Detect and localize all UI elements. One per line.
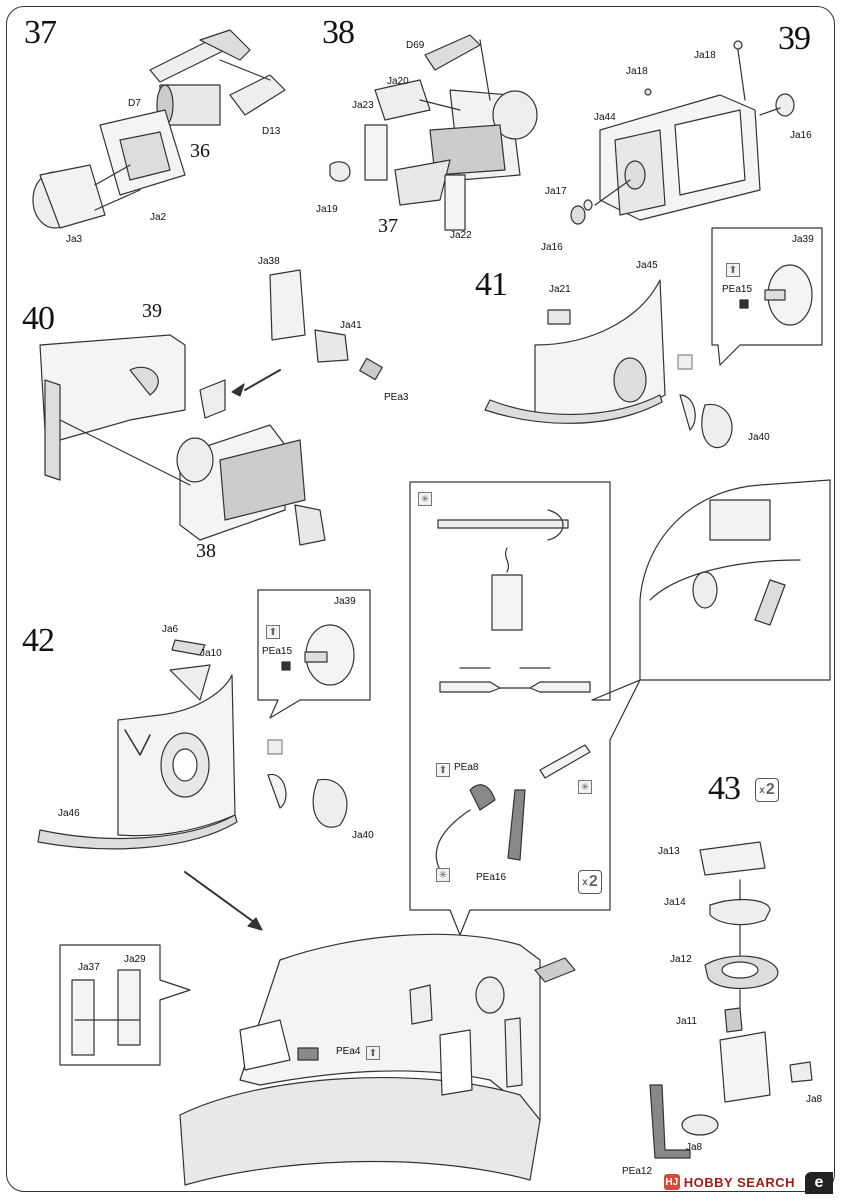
page-tab: e <box>805 1172 833 1194</box>
part-label: 36 <box>190 140 210 162</box>
part-label: D69 <box>406 40 425 51</box>
part-label: D13 <box>262 126 281 137</box>
step37-drawing <box>32 29 286 229</box>
photo-etch-icon: ⬆ <box>266 625 280 639</box>
part-label: Ja23 <box>352 100 374 111</box>
part-label: Ja2 <box>150 212 167 223</box>
part-label: Ja22 <box>450 230 472 241</box>
part-label: Ja11 <box>676 1016 697 1027</box>
step42-drawing <box>37 589 371 931</box>
step38-drawing <box>329 34 538 231</box>
part-label: 39 <box>142 300 162 322</box>
part-label: Ja8 <box>806 1094 823 1105</box>
part-label: Ja10 <box>200 648 222 659</box>
part-label: Ja38 <box>258 256 280 267</box>
part-label: Ja37 <box>78 962 100 973</box>
step40-drawing <box>39 269 383 546</box>
part-label: 37 <box>378 215 398 237</box>
watermark-text: HOBBY SEARCH <box>683 1174 795 1190</box>
part-label: Ja19 <box>316 204 338 215</box>
step39-drawing <box>570 40 795 225</box>
part-label: PEa15 <box>262 646 293 657</box>
part-label: PEa3 <box>384 392 409 403</box>
step-37-number: 37 <box>24 14 57 51</box>
photo-etch-icon: ⬆ <box>366 1046 380 1060</box>
part-label: Ja40 <box>352 830 374 841</box>
part-label: Ja13 <box>658 846 680 857</box>
part-label: PEa15 <box>722 284 753 295</box>
part-label: PEa8 <box>454 762 479 773</box>
part-label: Ja18 <box>694 50 716 61</box>
bottom-assembly-drawing <box>59 933 576 1186</box>
bend-icon: ✳ <box>436 868 450 882</box>
part-label: Ja39 <box>792 234 814 245</box>
part-label: Ja12 <box>670 954 692 965</box>
step-43-number: 43 <box>708 770 741 807</box>
part-label: PEa4 <box>336 1046 361 1057</box>
part-label: Ja41 <box>340 320 362 331</box>
part-label: Ja44 <box>594 112 616 123</box>
watermark: HJ HOBBY SEARCH <box>663 1174 795 1190</box>
part-label: 38 <box>196 540 216 562</box>
part-label: Ja16 <box>790 130 812 141</box>
step-38-number: 38 <box>322 14 355 51</box>
part-label: Ja14 <box>664 897 686 908</box>
part-label: D7 <box>128 98 141 109</box>
bending-instruction-panel <box>409 481 641 936</box>
part-label: Ja17 <box>545 186 567 197</box>
part-label: Ja40 <box>748 432 770 443</box>
part-label: Ja39 <box>334 596 356 607</box>
part-label: Ja18 <box>626 66 648 77</box>
part-label: Ja8 <box>686 1142 703 1153</box>
part-label: PEa16 <box>476 872 507 883</box>
part-label: Ja20 <box>387 76 409 87</box>
watermark-logo-icon: HJ <box>663 1174 680 1190</box>
step-40-number: 40 <box>22 300 55 337</box>
step41-drawing <box>484 227 823 449</box>
part-label: Ja6 <box>162 624 179 635</box>
step-39-number: 39 <box>778 20 811 57</box>
closeup-view <box>639 479 831 681</box>
bend-icon: ✳ <box>578 780 592 794</box>
photo-etch-icon: ⬆ <box>726 263 740 277</box>
part-label: PEa12 <box>622 1166 653 1177</box>
step-42-number: 42 <box>22 622 55 659</box>
step43-drawing <box>649 841 813 1159</box>
part-label: Ja21 <box>549 284 571 295</box>
part-label: Ja45 <box>636 260 658 271</box>
part-label: Ja29 <box>124 954 146 965</box>
part-label: Ja46 <box>58 808 80 819</box>
bend-icon: ✳ <box>418 492 432 506</box>
part-label: Ja16 <box>541 242 563 253</box>
step-41-number: 41 <box>475 266 508 303</box>
photo-etch-icon: ⬆ <box>436 763 450 777</box>
part-label: Ja3 <box>66 234 83 245</box>
